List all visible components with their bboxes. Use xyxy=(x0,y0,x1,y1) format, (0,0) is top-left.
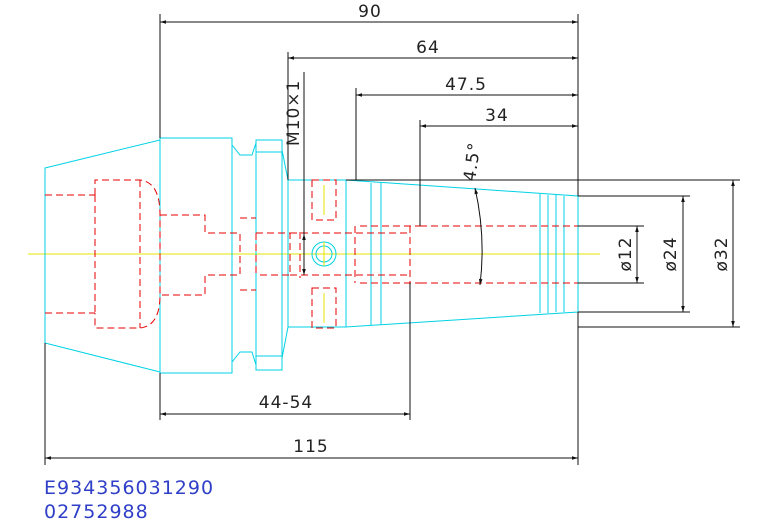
part-codes: E934356031290 02752988 xyxy=(44,476,214,524)
article-number: 02752988 xyxy=(44,501,149,523)
dim-44-54: 44-54 xyxy=(259,393,313,413)
dim-dia-12: ø12 xyxy=(616,236,636,271)
dim-dia-24: ø24 xyxy=(661,236,681,271)
dim-thread-m10x1: M10×1 xyxy=(284,80,304,146)
holder-outline xyxy=(44,137,579,374)
extension-lines xyxy=(44,14,740,465)
dim-115: 115 xyxy=(293,437,328,457)
dim-34: 34 xyxy=(485,106,509,126)
dimension-lines xyxy=(45,20,735,460)
hidden-lines xyxy=(45,179,578,329)
angle-arc xyxy=(474,187,483,286)
dim-angle-4-5: 4.5° xyxy=(460,141,485,183)
dim-64: 64 xyxy=(416,38,440,58)
dim-dia-32: ø32 xyxy=(712,236,732,271)
dim-90: 90 xyxy=(358,2,382,22)
order-number: E934356031290 xyxy=(44,477,215,499)
dim-47-5: 47.5 xyxy=(445,75,487,95)
